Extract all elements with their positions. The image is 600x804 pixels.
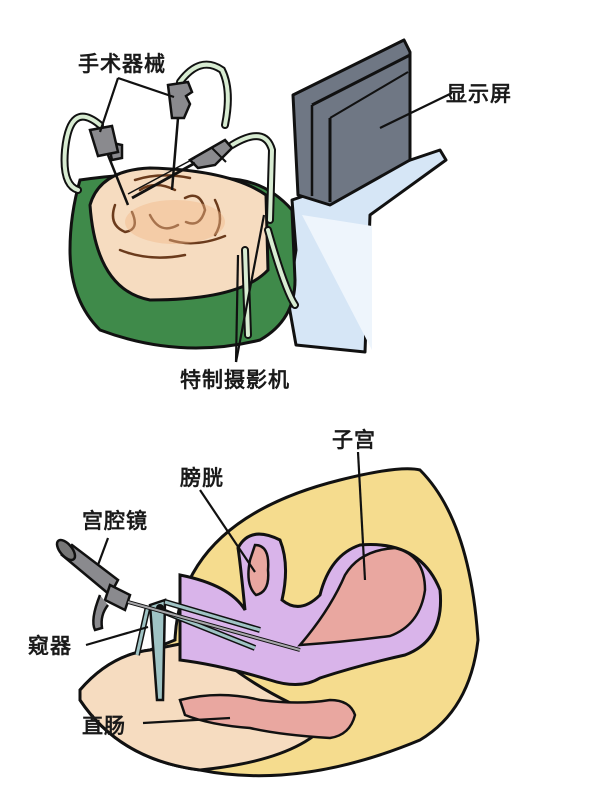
hysteroscope-icon [55,538,301,652]
label-special-camera: 特制摄影机 [180,368,290,392]
label-uterus: 子宫 [332,428,376,452]
monitor-icon [291,38,412,207]
label-speculum: 窥器 [28,634,72,658]
label-hysteroscope: 宫腔镜 [82,509,148,533]
label-monitor: 显示屏 [446,82,512,106]
leader-lines-bottom [85,451,367,725]
camera-tubes [60,60,299,339]
surgical-drape [68,166,297,350]
leader-lines-top [98,76,453,363]
label-bladder: 膀胱 [180,466,224,490]
label-surgical-instruments: 手术器械 [78,52,166,76]
label-rectum: 直肠 [82,714,126,738]
surgical-instruments [88,80,234,206]
